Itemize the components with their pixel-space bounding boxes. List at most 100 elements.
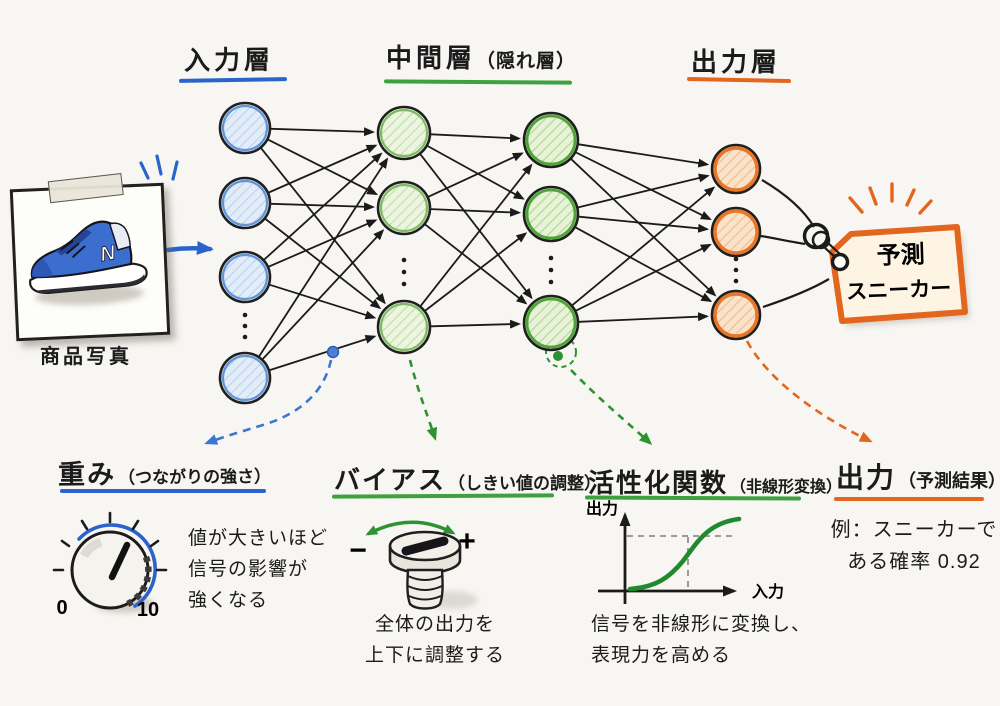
knob-knurl-icon [121,555,152,610]
network-edges [258,127,717,371]
ellipsis-dot-icon [733,256,739,262]
weight-section-title-group: 重み （つながりの強さ） [58,451,271,492]
ellipsis-dot-icon [733,267,739,273]
sneaker-logo: N [98,241,118,267]
neuron-node-ring [221,354,269,402]
edge [578,143,710,168]
activation-section-title-group: 活性化関数 （非線形変換） [588,463,842,500]
hidden-layer-2-nodes [522,111,580,352]
bias-subtitle: （しきい値の調整） [448,474,602,493]
knob-shading [80,537,103,559]
knob-min-label: 0 [56,597,67,619]
feed-arrow-icon [165,240,214,255]
edge [427,145,525,200]
sneaker-illustration: N [29,220,148,305]
bias-description: 全体の出力を 上下に調整する [350,610,520,672]
hidden-layer-title-group: 中間層 （隠れ層） [386,38,576,75]
prediction-tag: 予測 スニーカー [802,222,970,327]
screw-turn-arrow-icon [365,520,456,536]
edge [424,232,528,312]
knob-blue-arc-icon [77,523,157,608]
hidden-layer-1-nodes [376,105,432,355]
edge [424,223,528,305]
neuron-node [710,206,762,258]
ellipsis-dot-icon [401,257,407,263]
tag-ring-inner-icon [811,230,831,250]
bias-section-title-group: バイアス （しきい値の調整） [334,460,601,497]
neuron-node-ring [221,179,269,227]
output-description: 例：スニーカーで ある確率 0.92 [826,514,1000,579]
tag-sparkle-icon [848,182,933,215]
ellipsis-dot-icon [733,278,739,284]
edge [263,152,383,261]
edge [267,138,379,195]
neuron-node [376,105,432,161]
edge [575,151,712,220]
neuron-node-ring [525,297,577,349]
neuron-node [218,101,272,155]
activation-dashed-arrow-icon [570,369,653,446]
weight-desc-line3: 強くなる [188,589,269,611]
weight-desc-line1: 値が大きいほど [188,528,329,549]
neuron-node [710,289,762,341]
edge [419,163,533,307]
neuron-node [522,294,580,352]
neuron-node-ring [221,253,269,301]
hidden-layer-subtitle: （隠れ層） [476,51,577,72]
weight-callout [204,345,340,445]
network-nodes [218,101,762,405]
input-layer-title: 入力層 [183,44,275,76]
photo-label: 商品写真 [40,346,132,368]
edge [269,334,377,371]
ellipsis-dot-icon [242,323,248,329]
neuron-node [218,351,272,405]
sneaker-toe [31,259,53,278]
weight-description: 値が大きいほど 信号の影響が 強くなる [188,524,328,616]
neuron-node-ring [713,146,759,192]
neuron-node-ring [221,104,269,152]
edge [578,312,709,323]
activation-description: 信号を非線形に変換し、 表現力を高める [591,610,811,672]
tag-body [829,224,968,324]
weight-dot-icon [326,345,340,359]
edge [268,144,378,194]
weight-desc-line2: 信号の影響が [188,558,309,580]
output-to-tag-lines [760,179,830,309]
neuron-node [376,299,432,355]
output-subtitle: （予測結果） [898,471,1000,491]
activation-desc-line2: 表現力を高める [591,644,732,666]
product-photo: N [9,172,171,342]
bias-desc-line1: 全体の出力を [374,614,495,635]
sigmoid-curve [627,516,742,592]
bias-dashed-arrow-icon [408,359,438,441]
input-layer-nodes [218,101,272,405]
ellipsis-dot-icon [401,281,407,287]
sneaker-eyestay [55,228,92,256]
edge [430,319,521,329]
neuron-node [376,180,432,236]
knob-illustration: 0 10 [52,511,168,621]
graph-xlabel: 入力 [752,582,784,601]
output-section-underline [834,497,984,501]
ellipsis-dot-icon [548,255,554,261]
screw-illustration: − + [349,520,478,610]
weight-subtitle: （つながりの強さ） [117,467,272,488]
neuron-node-ring [379,108,429,158]
output-desc-line2: ある確率 0.92 [847,551,981,574]
edge [262,229,385,360]
neuron-node-ring [713,209,759,255]
neuron-node-ring [379,183,429,233]
activation-dashed-circle-icon [545,336,577,368]
output-title: 出力 [836,462,897,493]
graph-guides-icon [627,535,736,590]
knob-pointer-icon [108,541,131,581]
edge [260,147,386,305]
ellipsis-dot-icon [548,279,554,285]
output-section-title-group: 出力 （予測結果） [836,456,1000,496]
activation-graph: 出力 入力 [586,499,784,604]
activation-callout [545,336,653,446]
neuron-node [522,185,580,243]
knob-ticks-icon [52,511,168,572]
